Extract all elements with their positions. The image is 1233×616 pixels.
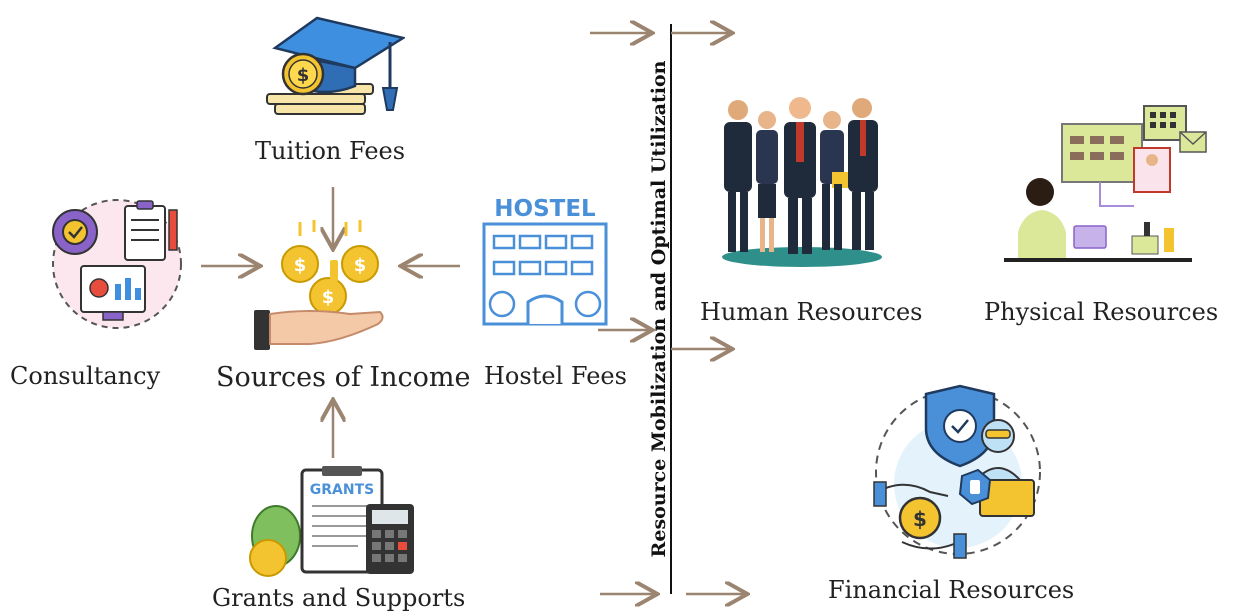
svg-text:HOSTEL: HOSTEL [494,196,596,222]
grants-label: Grants and Supports [212,584,466,612]
human-resources-label: Human Resources [700,298,923,326]
consultancy-icon [52,199,182,329]
physical-resources-icon [1004,105,1207,262]
person-4 [820,111,852,250]
svg-text:GRANTS: GRANTS [310,482,374,498]
coin-left: $ [281,245,319,283]
person-5 [848,98,878,250]
svg-text:$: $ [294,255,307,276]
grants-documents-icon: GRANTS [249,466,414,577]
hostel-fees-label: Hostel Fees [484,362,627,390]
coin-right: $ [341,245,379,283]
svg-text:$: $ [297,65,310,86]
sources-of-income-label: Sources of Income [216,362,471,393]
svg-text:$: $ [913,507,927,531]
hostel-building-icon: HOSTEL [482,196,608,326]
coin-bottom: $ [309,277,347,315]
vertical-title: Resource Mobilization and Optimal Utiliz… [648,60,670,558]
person-3 [784,97,816,254]
tuition-fees-label: Tuition Fees [255,137,406,165]
physical-resources-label: Physical Resources [984,298,1219,326]
person-2 [756,111,778,252]
graduation-cap-icon: $ [266,16,405,115]
svg-text:$: $ [354,255,367,276]
consultancy-label: Consultancy [10,362,161,390]
financial-resources-label: Financial Resources [828,576,1075,604]
svg-text:$: $ [322,287,335,308]
hand-coins-icon: $ $ $ [254,220,384,350]
person-1 [724,100,752,252]
financial-security-icon: $ [873,384,1041,559]
team-people-icon [722,97,882,267]
